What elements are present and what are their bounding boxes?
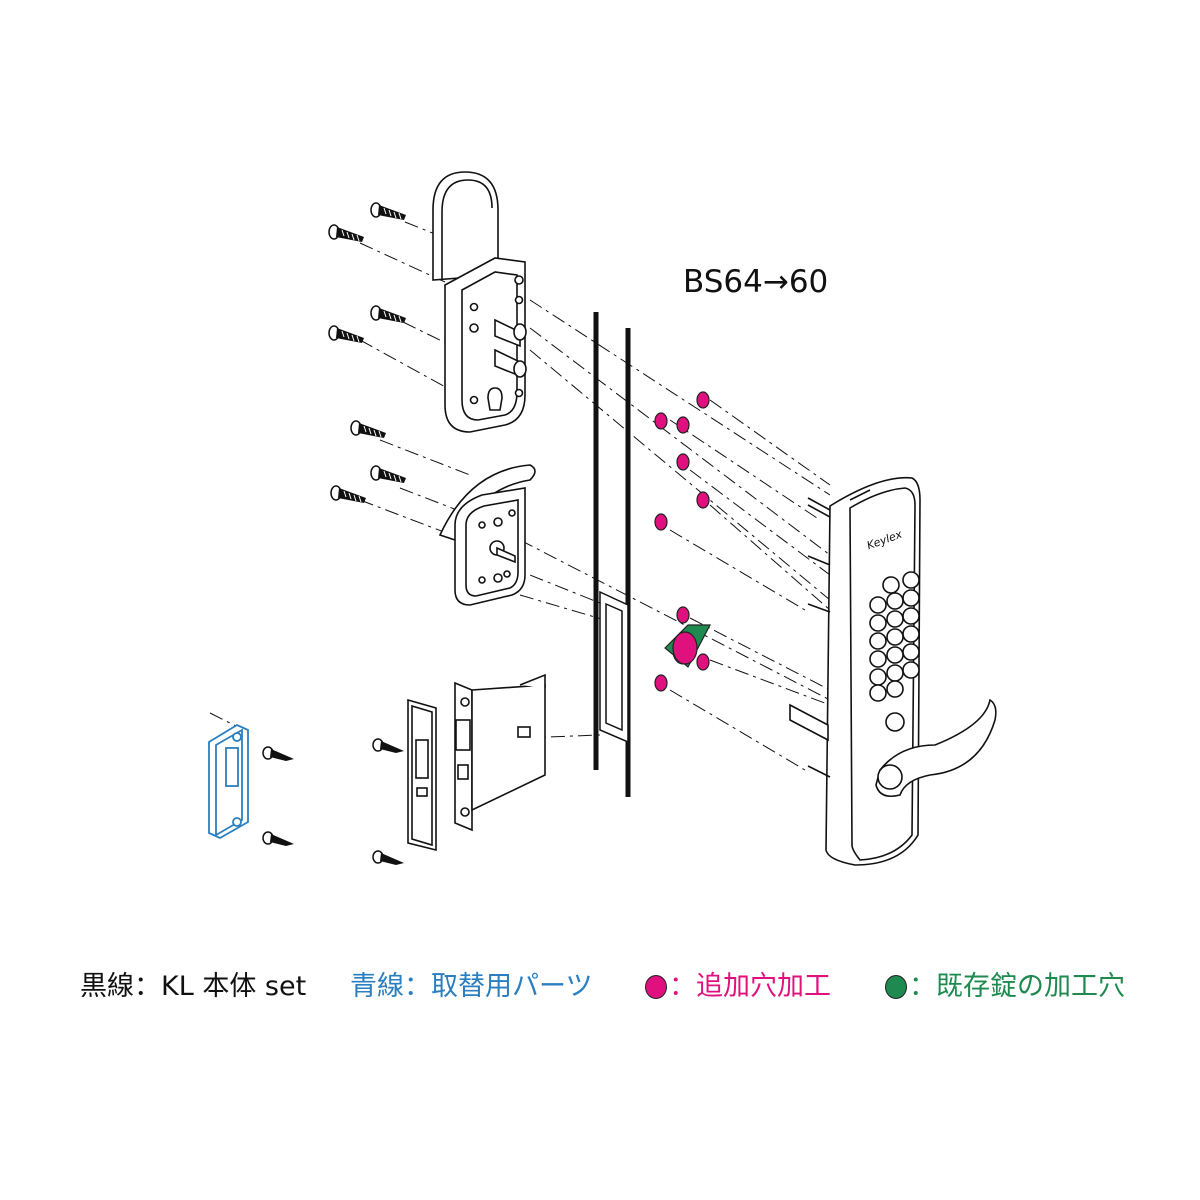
keypad-buttons — [869, 571, 920, 732]
screw-2 — [328, 224, 365, 243]
screw-5 — [350, 420, 387, 439]
replacement-strike-plate — [208, 723, 249, 840]
strike-screw-lower — [372, 850, 405, 866]
door-latch-pocket — [599, 590, 629, 744]
keypad-lock-body — [789, 476, 997, 866]
legend-green: ：既存錠の加工穴 — [885, 964, 1125, 1003]
legend-blue-line: 青線：取替用パーツ — [350, 971, 593, 1002]
plate-screw-upper — [262, 746, 295, 762]
backset-label: BS64→60 — [683, 264, 829, 300]
plate-screw-lower — [262, 831, 295, 847]
mortise-lock-body — [407, 673, 546, 852]
thumb-turn-plate — [432, 171, 527, 433]
screw-6 — [370, 465, 407, 484]
legend-magenta: ：追加穴加工 — [645, 964, 831, 1003]
magenta-dot-icon — [645, 975, 667, 999]
existing-lock-hole — [664, 624, 711, 668]
strike-screw-upper — [372, 738, 405, 754]
screw-4 — [328, 325, 365, 344]
lever-base-plate — [438, 464, 536, 606]
green-dot-icon — [885, 975, 907, 999]
legend-black-line: 黒線：KL 本体 set — [80, 971, 307, 1002]
screw-7 — [330, 485, 367, 504]
screw-3 — [370, 305, 407, 324]
legend-green-text: ：既存錠の加工穴 — [909, 971, 1125, 1002]
legend-magenta-text: ：追加穴加工 — [669, 971, 831, 1002]
screw-1 — [370, 202, 407, 221]
